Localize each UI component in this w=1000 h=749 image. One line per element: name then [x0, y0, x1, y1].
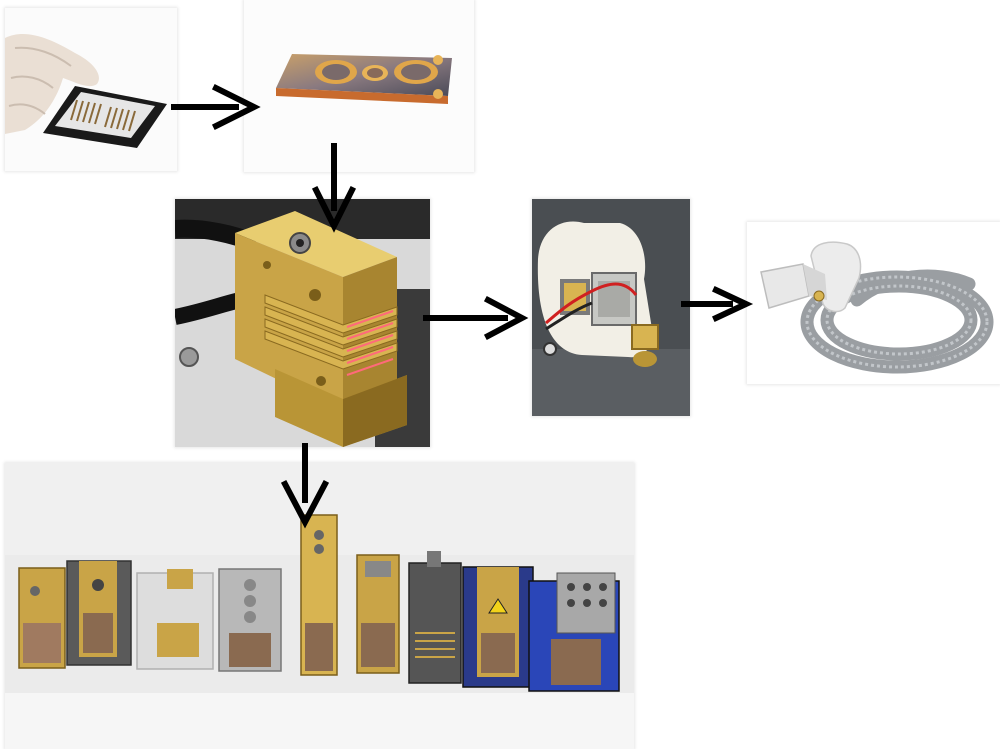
heatsink-plate-image [244, 0, 474, 172]
module-variant-9 [528, 572, 620, 692]
laser-chip-tray-image [5, 8, 177, 171]
panel-laser-chips [5, 8, 177, 171]
module-variants-image [5, 463, 634, 749]
module-variant-3 [136, 569, 214, 670]
arrow-chips-to-plate [171, 83, 261, 131]
panel-module-variants [5, 463, 634, 749]
panel-finished-handpiece [747, 222, 1000, 384]
module-variant-1 [18, 567, 66, 669]
module-variant-6 [356, 554, 400, 674]
module-variant-2 [66, 560, 132, 666]
module-variant-5 [300, 514, 338, 676]
module-variant-7 [408, 551, 462, 684]
laser-module-image [175, 199, 430, 447]
arrow-module-to-handpiece [423, 295, 529, 341]
panel-laser-module [175, 199, 430, 447]
panel-module-in-handpiece [532, 199, 690, 416]
module-variant-8 [462, 566, 534, 688]
panel-heatsink-plate [244, 0, 474, 172]
handpiece-interior-image [532, 199, 690, 416]
module-variant-4 [218, 568, 282, 672]
arrow-handpiece-to-finished [681, 286, 754, 322]
finished-handpiece-image [747, 222, 1000, 384]
